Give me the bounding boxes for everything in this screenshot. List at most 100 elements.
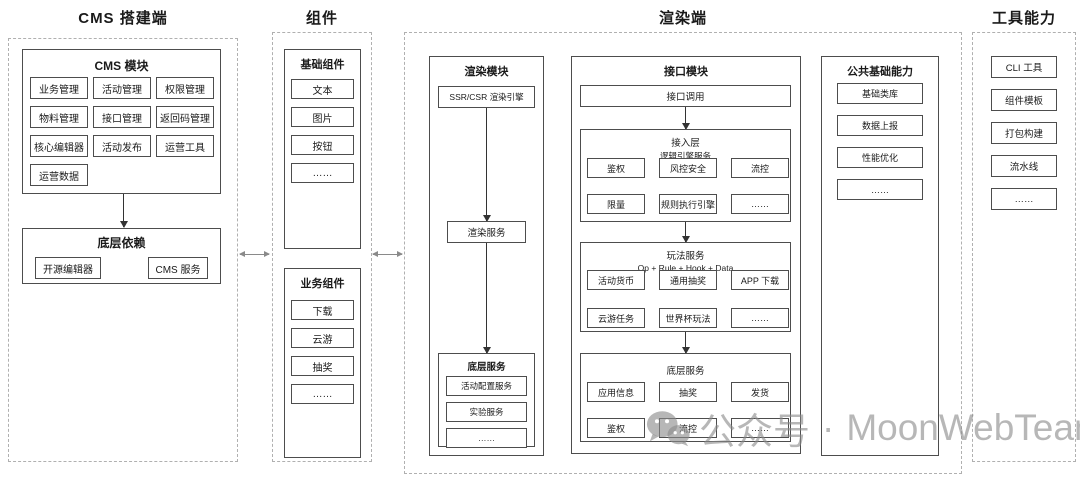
api-call-node: 接口调用 (580, 85, 791, 107)
api-module-title: 接口模块 (664, 66, 708, 78)
access-layer-box: 接入层 逻辑引擎服务 鉴权 风控安全 流控 限量 规则执行引擎 …… (580, 129, 791, 222)
access-layer-grid: 鉴权 风控安全 流控 限量 规则执行引擎 …… (587, 158, 789, 214)
cms-module-node: 运营工具 (156, 135, 214, 157)
ellipsis-node: …… (731, 308, 789, 328)
common-capabilities-title: 公共基础能力 (847, 66, 913, 78)
basic-component-node: 文本 (291, 79, 354, 99)
business-components-box: 业务组件 下载 云游 抽奖 …… (284, 268, 361, 458)
business-components-list: 下载 云游 抽奖 …… (291, 300, 354, 404)
common-node: 性能优化 (837, 147, 923, 168)
basic-component-node: 图片 (291, 107, 354, 127)
arrow-access-to-play (681, 222, 690, 243)
cms-deps-row: 开源编辑器 CMS 服务 (23, 257, 220, 279)
cms-module-node: 返回码管理 (156, 106, 214, 128)
render-base-services-box: 底层服务 活动配置服务 实验服务 …… (438, 353, 535, 448)
access-node: 规则执行引擎 (659, 194, 717, 214)
cms-module-node: 活动发布 (93, 135, 151, 157)
play-services-grid: 活动货币 通用抽奖 APP 下载 云游任务 世界杯玩法 …… (587, 270, 789, 328)
arrow-engine-to-service (482, 108, 491, 222)
api-base-services-box: 底层服务 应用信息 抽奖 发货 鉴权 流控 …… (580, 353, 791, 442)
play-services-subtitle: Op + Rule + Hook + Data (637, 263, 734, 273)
section-title-cms: CMS 搭建端 (78, 10, 168, 27)
section-title-tools: 工具能力 (991, 10, 1056, 27)
basic-component-node: 按钮 (291, 135, 354, 155)
access-layer-subtitle: 逻辑引擎服务 (659, 151, 711, 161)
basic-components-title: 基础组件 (300, 59, 345, 71)
tool-node: 打包构建 (991, 122, 1057, 144)
cms-deps-node: CMS 服务 (148, 257, 208, 279)
cms-deps-title: 底层依赖 (97, 236, 146, 250)
tool-node: 组件模板 (991, 89, 1057, 111)
access-node: 鉴权 (587, 158, 645, 178)
render-base-services-title: 底层服务 (467, 362, 506, 373)
api-base-node: 应用信息 (587, 382, 645, 402)
section-title-components: 组件 (305, 10, 338, 27)
api-base-node: 抽奖 (659, 382, 717, 402)
business-component-node: 抽奖 (291, 356, 354, 376)
business-component-node: 下载 (291, 300, 354, 320)
render-base-node: 实验服务 (446, 402, 527, 422)
basic-components-box: 基础组件 文本 图片 按钮 …… (284, 49, 361, 249)
tools-section: CLI 工具 组件模板 打包构建 流水线 …… (972, 32, 1076, 462)
arrow-play-to-base (681, 332, 690, 354)
ellipsis-node: …… (291, 384, 354, 404)
common-node: 基础类库 (837, 83, 923, 104)
common-capabilities-box: 公共基础能力 基础类库 数据上报 性能优化 …… (821, 56, 939, 456)
section-title-render: 渲染端 (658, 10, 707, 27)
cms-module-grid: 业务管理 活动管理 权限管理 物料管理 接口管理 返回码管理 核心编辑器 活动发… (30, 77, 214, 186)
basic-components-list: 文本 图片 按钮 …… (291, 79, 354, 183)
render-base-services-list: 活动配置服务 实验服务 …… (446, 376, 527, 448)
watermark-separator: · (822, 407, 835, 448)
play-node: APP 下载 (731, 270, 789, 290)
business-component-node: 云游 (291, 328, 354, 348)
arrow-cms-module-to-deps (119, 194, 128, 228)
play-services-box: 玩法服务 Op + Rule + Hook + Data 活动货币 通用抽奖 A… (580, 242, 791, 332)
cms-module-node: 物料管理 (30, 106, 88, 128)
common-capabilities-list: 基础类库 数据上报 性能优化 …… (837, 83, 923, 200)
ellipsis-node: …… (291, 163, 354, 183)
render-service-node: 渲染服务 (447, 221, 526, 243)
watermark-source: 公众号 (699, 411, 810, 452)
cms-module-title: CMS 模块 (94, 59, 149, 73)
play-node: 世界杯玩法 (659, 308, 717, 328)
common-node: 数据上报 (837, 115, 923, 136)
business-components-title: 业务组件 (300, 278, 345, 290)
render-module-title: 渲染模块 (464, 66, 509, 78)
api-module-box: 接口模块 接口调用 接入层 逻辑引擎服务 鉴权 风控安全 流控 限量 规则执行引… (571, 56, 801, 454)
tool-node: 流水线 (991, 155, 1057, 177)
watermark: 公众号 · MoonWebTeam (645, 401, 1080, 455)
access-node: 风控安全 (659, 158, 717, 178)
arrow-service-to-base (482, 243, 491, 354)
cms-deps-node: 开源编辑器 (35, 257, 101, 279)
double-arrow-components-render (372, 250, 403, 257)
ssr-csr-engine-node: SSR/CSR 渲染引擎 (438, 86, 535, 108)
cms-module-node: 权限管理 (156, 77, 214, 99)
play-node: 通用抽奖 (659, 270, 717, 290)
play-node: 活动货币 (587, 270, 645, 290)
ellipsis-node: …… (731, 194, 789, 214)
tools-list: CLI 工具 组件模板 打包构建 流水线 …… (991, 56, 1057, 210)
cms-deps-box: 底层依赖 开源编辑器 CMS 服务 (22, 228, 221, 284)
cms-module-node: 接口管理 (93, 106, 151, 128)
api-base-node: 鉴权 (587, 418, 645, 438)
cms-module-node: 活动管理 (93, 77, 151, 99)
ellipsis-node: …… (991, 188, 1057, 210)
render-base-node: 活动配置服务 (446, 376, 527, 396)
access-node: 限量 (587, 194, 645, 214)
api-base-services-grid: 应用信息 抽奖 发货 鉴权 流控 …… (587, 382, 789, 438)
cms-module-box: CMS 模块 业务管理 活动管理 权限管理 物料管理 接口管理 返回码管理 核心… (22, 49, 221, 194)
tool-node: CLI 工具 (991, 56, 1057, 78)
watermark-name: MoonWebTeam (846, 407, 1080, 448)
play-node: 云游任务 (587, 308, 645, 328)
cms-module-node: 核心编辑器 (30, 135, 88, 157)
double-arrow-cms-components (239, 250, 270, 257)
api-base-services-title: 底层服务 (666, 366, 705, 377)
play-services-title: 玩法服务 (666, 251, 705, 262)
cms-section: CMS 模块 业务管理 活动管理 权限管理 物料管理 接口管理 返回码管理 核心… (8, 38, 238, 462)
ellipsis-node: …… (446, 428, 527, 448)
render-module-box: 渲染模块 SSR/CSR 渲染引擎 渲染服务 底层服务 活动配置服务 实验服务 … (429, 56, 544, 456)
cms-module-node: 运营数据 (30, 164, 88, 186)
render-section: 渲染模块 SSR/CSR 渲染引擎 渲染服务 底层服务 活动配置服务 实验服务 … (404, 32, 962, 474)
ellipsis-node: …… (837, 179, 923, 200)
